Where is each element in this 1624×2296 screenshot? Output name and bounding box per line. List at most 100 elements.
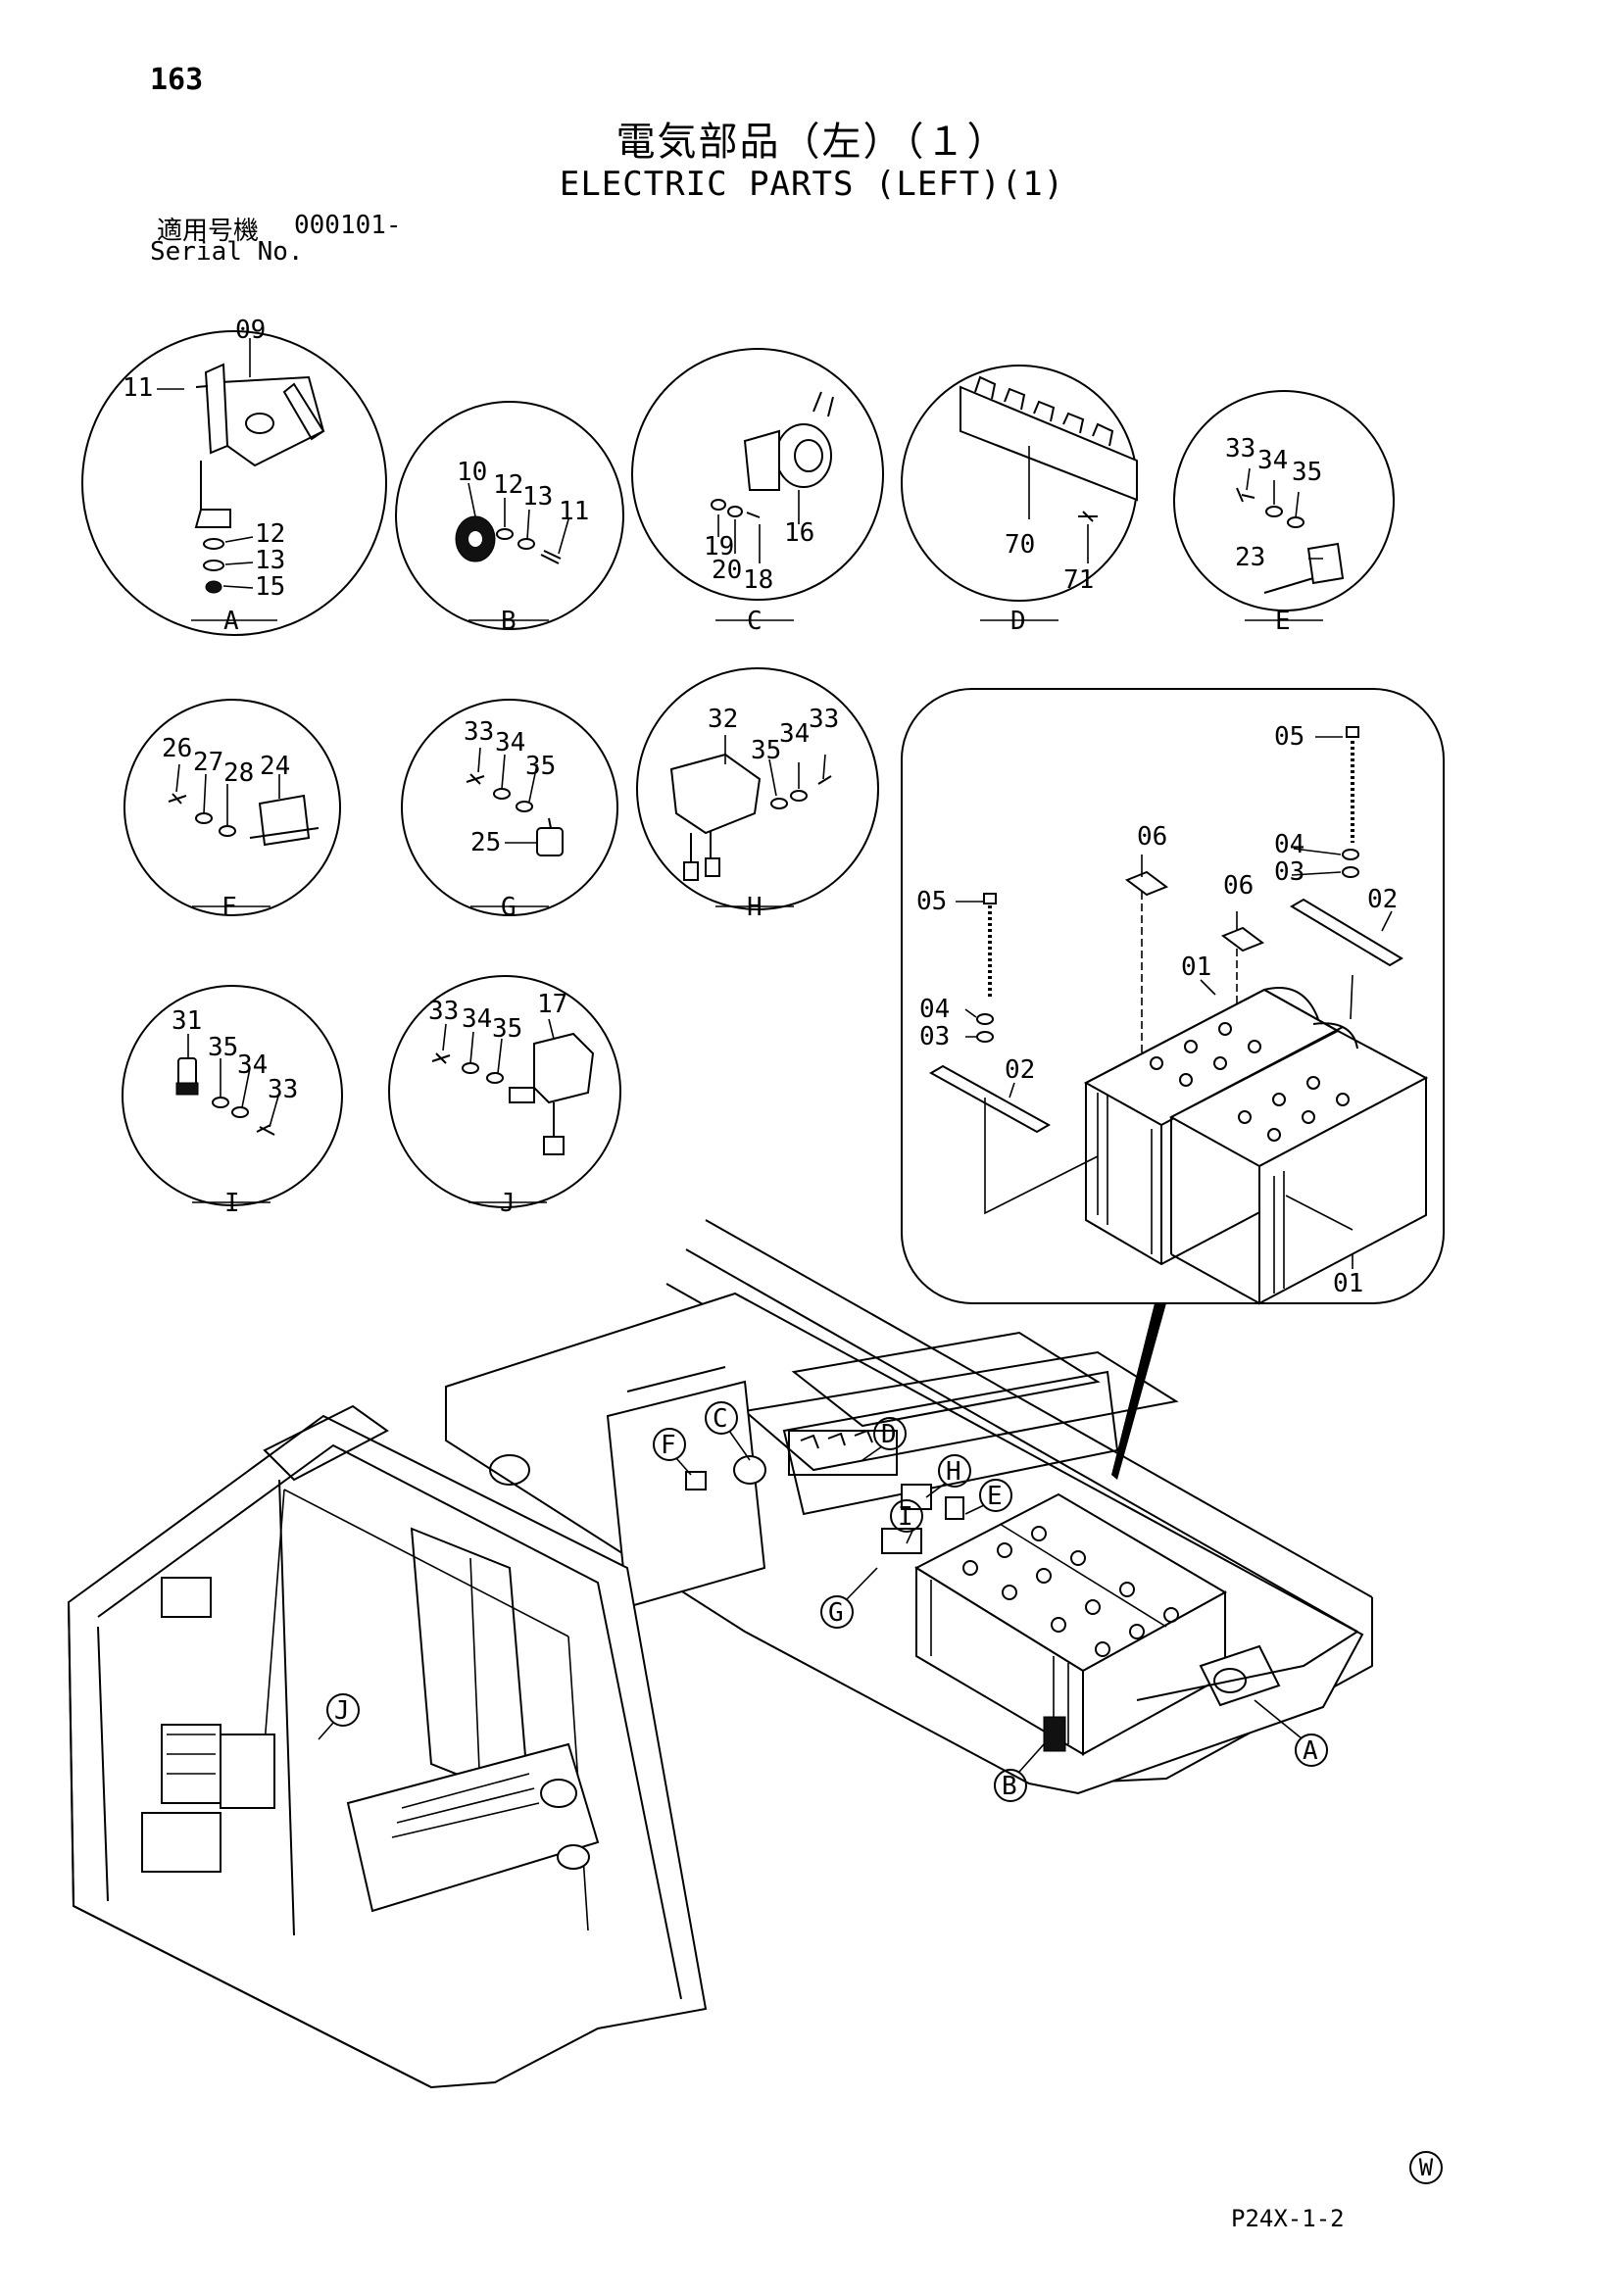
svg-text:35: 35 xyxy=(751,736,781,765)
bracket-plate-icon xyxy=(960,385,1138,502)
detail-pointer-arrow xyxy=(1111,1303,1166,1480)
serial-label-japanese: 適用号機 xyxy=(157,217,260,246)
callout-i[interactable]: I xyxy=(890,1499,923,1544)
svg-text:34: 34 xyxy=(495,728,525,757)
svg-text:04: 04 xyxy=(919,995,950,1024)
battery-detail-box[interactable]: 05 04 03 02 06 06 01 05 04 03 02 01 xyxy=(901,688,1445,1305)
callout-a[interactable]: A xyxy=(1254,1699,1328,1767)
svg-text:19: 19 xyxy=(704,532,734,562)
svg-text:B: B xyxy=(1002,1772,1017,1801)
svg-text:D: D xyxy=(881,1420,897,1449)
callout-f[interactable]: F xyxy=(653,1428,692,1476)
callout-b[interactable]: B xyxy=(994,1743,1045,1802)
svg-text:26: 26 xyxy=(162,734,192,763)
svg-text:02: 02 xyxy=(1367,885,1398,914)
svg-text:23: 23 xyxy=(1235,543,1265,572)
callout-g[interactable]: G xyxy=(820,1567,878,1629)
svg-text:15: 15 xyxy=(255,572,285,602)
machine-assembly-drawing xyxy=(67,1219,1373,2089)
horn-icon xyxy=(220,375,325,467)
svg-text:09: 09 xyxy=(235,316,266,345)
svg-text:05: 05 xyxy=(1274,722,1304,752)
svg-text:25: 25 xyxy=(470,828,501,857)
detail-circle-f[interactable]: 26 27 28 24 F xyxy=(123,699,341,922)
relay-icon xyxy=(258,794,311,847)
svg-text:33: 33 xyxy=(268,1075,298,1104)
svg-text:34: 34 xyxy=(462,1004,492,1034)
page-number: 163 xyxy=(150,63,204,97)
svg-text:35: 35 xyxy=(1292,458,1322,487)
svg-text:06: 06 xyxy=(1223,871,1254,901)
detail-label-g: G xyxy=(501,893,517,922)
detail-circle-g[interactable]: 33 34 35 25 G xyxy=(401,699,618,922)
svg-text:04: 04 xyxy=(1274,830,1304,859)
relay-icon xyxy=(533,1032,595,1104)
svg-text:35: 35 xyxy=(525,752,556,781)
serial-number-value: 000101- xyxy=(294,211,402,240)
detail-label-d: D xyxy=(1010,607,1026,636)
svg-text:C: C xyxy=(713,1404,728,1434)
svg-text:13: 13 xyxy=(255,546,285,575)
detail-label-a: A xyxy=(223,607,239,636)
svg-text:33: 33 xyxy=(428,997,459,1026)
detail-label-j: J xyxy=(500,1189,516,1218)
svg-text:11: 11 xyxy=(559,497,589,526)
detail-circle-h[interactable]: 32 35 34 33 H xyxy=(636,667,879,922)
detail-circle-e[interactable]: 33 34 35 23 E xyxy=(1173,390,1395,636)
callout-c[interactable]: C xyxy=(705,1401,751,1461)
detail-circle-b[interactable]: 10 12 13 11 B xyxy=(395,401,624,636)
svg-text:16: 16 xyxy=(784,518,814,548)
svg-text:18: 18 xyxy=(743,565,773,595)
drawing-code: P24X-1-2 xyxy=(1231,2205,1345,2232)
svg-text:01: 01 xyxy=(1333,1269,1363,1298)
svg-text:24: 24 xyxy=(260,752,290,781)
svg-text:20: 20 xyxy=(712,556,742,585)
svg-text:34: 34 xyxy=(1257,446,1288,475)
detail-label-c: C xyxy=(747,607,763,636)
detail-circle-c[interactable]: 19 20 18 16 C xyxy=(631,348,884,636)
svg-text:12: 12 xyxy=(255,519,285,549)
callout-j[interactable]: J xyxy=(318,1693,360,1740)
svg-text:70: 70 xyxy=(1005,530,1035,560)
svg-text:35: 35 xyxy=(492,1014,522,1044)
callout-d[interactable]: D xyxy=(861,1417,907,1461)
callout-h[interactable]: H xyxy=(925,1454,971,1498)
detail-circle-d[interactable]: 70 71 D xyxy=(901,365,1138,636)
detail-label-f: F xyxy=(221,893,237,922)
detail-circle-i[interactable]: 31 35 34 33 I xyxy=(122,985,343,1218)
page-title-english: ELECTRIC PARTS (LEFT)(1) xyxy=(559,165,1065,204)
resistor-icon xyxy=(669,753,762,835)
svg-text:F: F xyxy=(661,1431,676,1460)
svg-text:02: 02 xyxy=(1005,1055,1035,1085)
page-title-japanese: 電気部品（左）（１） xyxy=(615,120,1009,165)
detail-circle-a[interactable]: 09 11 12 13 15 A xyxy=(81,316,387,636)
svg-text:32: 32 xyxy=(708,705,738,734)
svg-text:H: H xyxy=(946,1457,961,1487)
svg-text:35: 35 xyxy=(208,1033,238,1062)
callout-e[interactable]: E xyxy=(964,1479,1012,1515)
svg-text:33: 33 xyxy=(1225,434,1255,464)
manufacturer-mark: W xyxy=(1409,2151,1443,2184)
svg-text:34: 34 xyxy=(779,719,810,749)
svg-text:05: 05 xyxy=(916,887,947,916)
svg-text:I: I xyxy=(898,1502,913,1532)
svg-text:11: 11 xyxy=(123,373,153,403)
svg-text:33: 33 xyxy=(809,705,839,734)
svg-text:13: 13 xyxy=(522,482,553,512)
svg-text:06: 06 xyxy=(1137,822,1167,852)
svg-text:27: 27 xyxy=(193,748,223,777)
svg-text:G: G xyxy=(828,1598,844,1628)
switch-icon xyxy=(1306,542,1345,585)
svg-text:28: 28 xyxy=(223,758,254,788)
svg-text:71: 71 xyxy=(1063,565,1094,595)
diode-icon xyxy=(536,827,564,856)
battery-icon xyxy=(1083,987,1429,1305)
svg-text:33: 33 xyxy=(464,717,494,747)
detail-circle-j[interactable]: 33 34 35 17 J xyxy=(388,975,621,1218)
svg-text:17: 17 xyxy=(537,990,567,1019)
svg-text:34: 34 xyxy=(237,1050,268,1080)
svg-text:03: 03 xyxy=(919,1022,950,1051)
detail-label-i: I xyxy=(224,1189,240,1218)
detail-label-h: H xyxy=(747,893,763,922)
svg-text:03: 03 xyxy=(1274,857,1304,887)
